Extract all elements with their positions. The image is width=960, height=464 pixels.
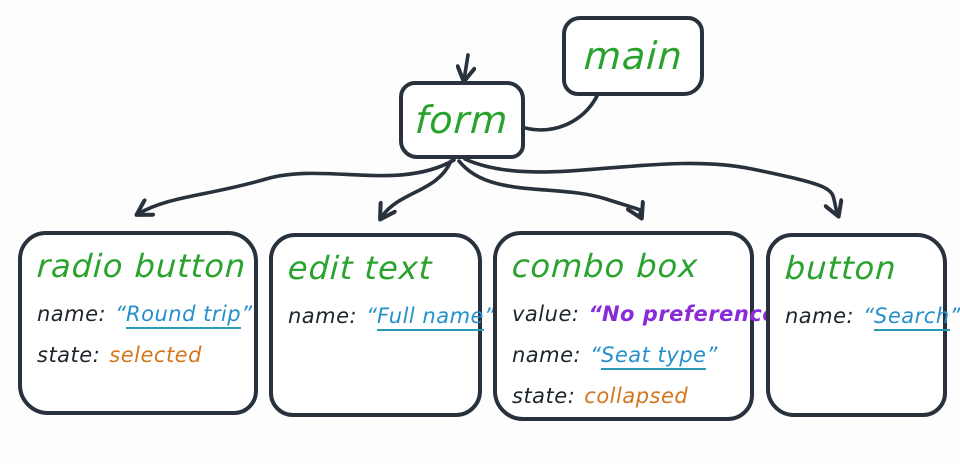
node-radio-button: radio button name: “Round trip” state: sel…	[18, 231, 258, 415]
property-value: Search	[874, 304, 950, 331]
node-button: button name: “Search”	[766, 233, 960, 417]
property-key: name:	[512, 343, 582, 367]
node-form: form	[399, 81, 525, 159]
property-value-quoted: “Search”	[863, 304, 960, 331]
property-key: state:	[512, 384, 576, 408]
property-row-name: name: “Seat type”	[512, 343, 735, 370]
property-row-name: name: “Round trip”	[37, 302, 252, 329]
property-value-quoted: “Round trip”	[115, 302, 252, 329]
property-key: name:	[288, 304, 358, 328]
node-form-label: form	[414, 98, 510, 142]
node-title: edit text	[287, 249, 434, 287]
property-value: collapsed	[584, 384, 689, 408]
property-row-name: name: “Full name”	[288, 304, 495, 331]
property-value-quoted: “Full name”	[366, 304, 495, 331]
property-key: name:	[37, 302, 107, 326]
node-title: combo box	[511, 247, 700, 285]
node-title: button	[784, 249, 898, 287]
edge-form-to-edit-text	[381, 159, 453, 218]
property-key: state:	[37, 343, 101, 367]
property-value: selected	[109, 343, 202, 367]
edge-form-to-combo-box	[457, 159, 641, 217]
property-key: value:	[512, 302, 580, 326]
node-combo-box: combo box value: “No preference” name: “Se…	[493, 231, 791, 421]
node-edit-text: edit text name: “Full name”	[269, 233, 495, 417]
property-value: Seat type	[601, 343, 707, 370]
edge-form-to-button	[463, 157, 838, 215]
property-row-name: name: “Search”	[785, 304, 960, 331]
property-value: Round trip	[126, 302, 242, 329]
property-row-value: value: “No preference”	[512, 302, 791, 326]
property-value: Full name	[377, 304, 484, 331]
edge-form-to-radio-button	[138, 158, 456, 214]
property-key: name:	[785, 304, 855, 328]
property-value: No preference	[601, 302, 778, 326]
property-row-state: state: selected	[37, 343, 239, 367]
edge-main-to-form-arrow	[464, 53, 468, 80]
node-title: radio button	[36, 247, 248, 285]
node-main-label: main	[582, 34, 684, 78]
node-main: main	[562, 16, 704, 96]
property-value-quoted: “Seat type”	[590, 343, 717, 370]
property-row-state: state: collapsed	[512, 384, 735, 408]
property-value-quoted: “No preference”	[588, 302, 790, 326]
